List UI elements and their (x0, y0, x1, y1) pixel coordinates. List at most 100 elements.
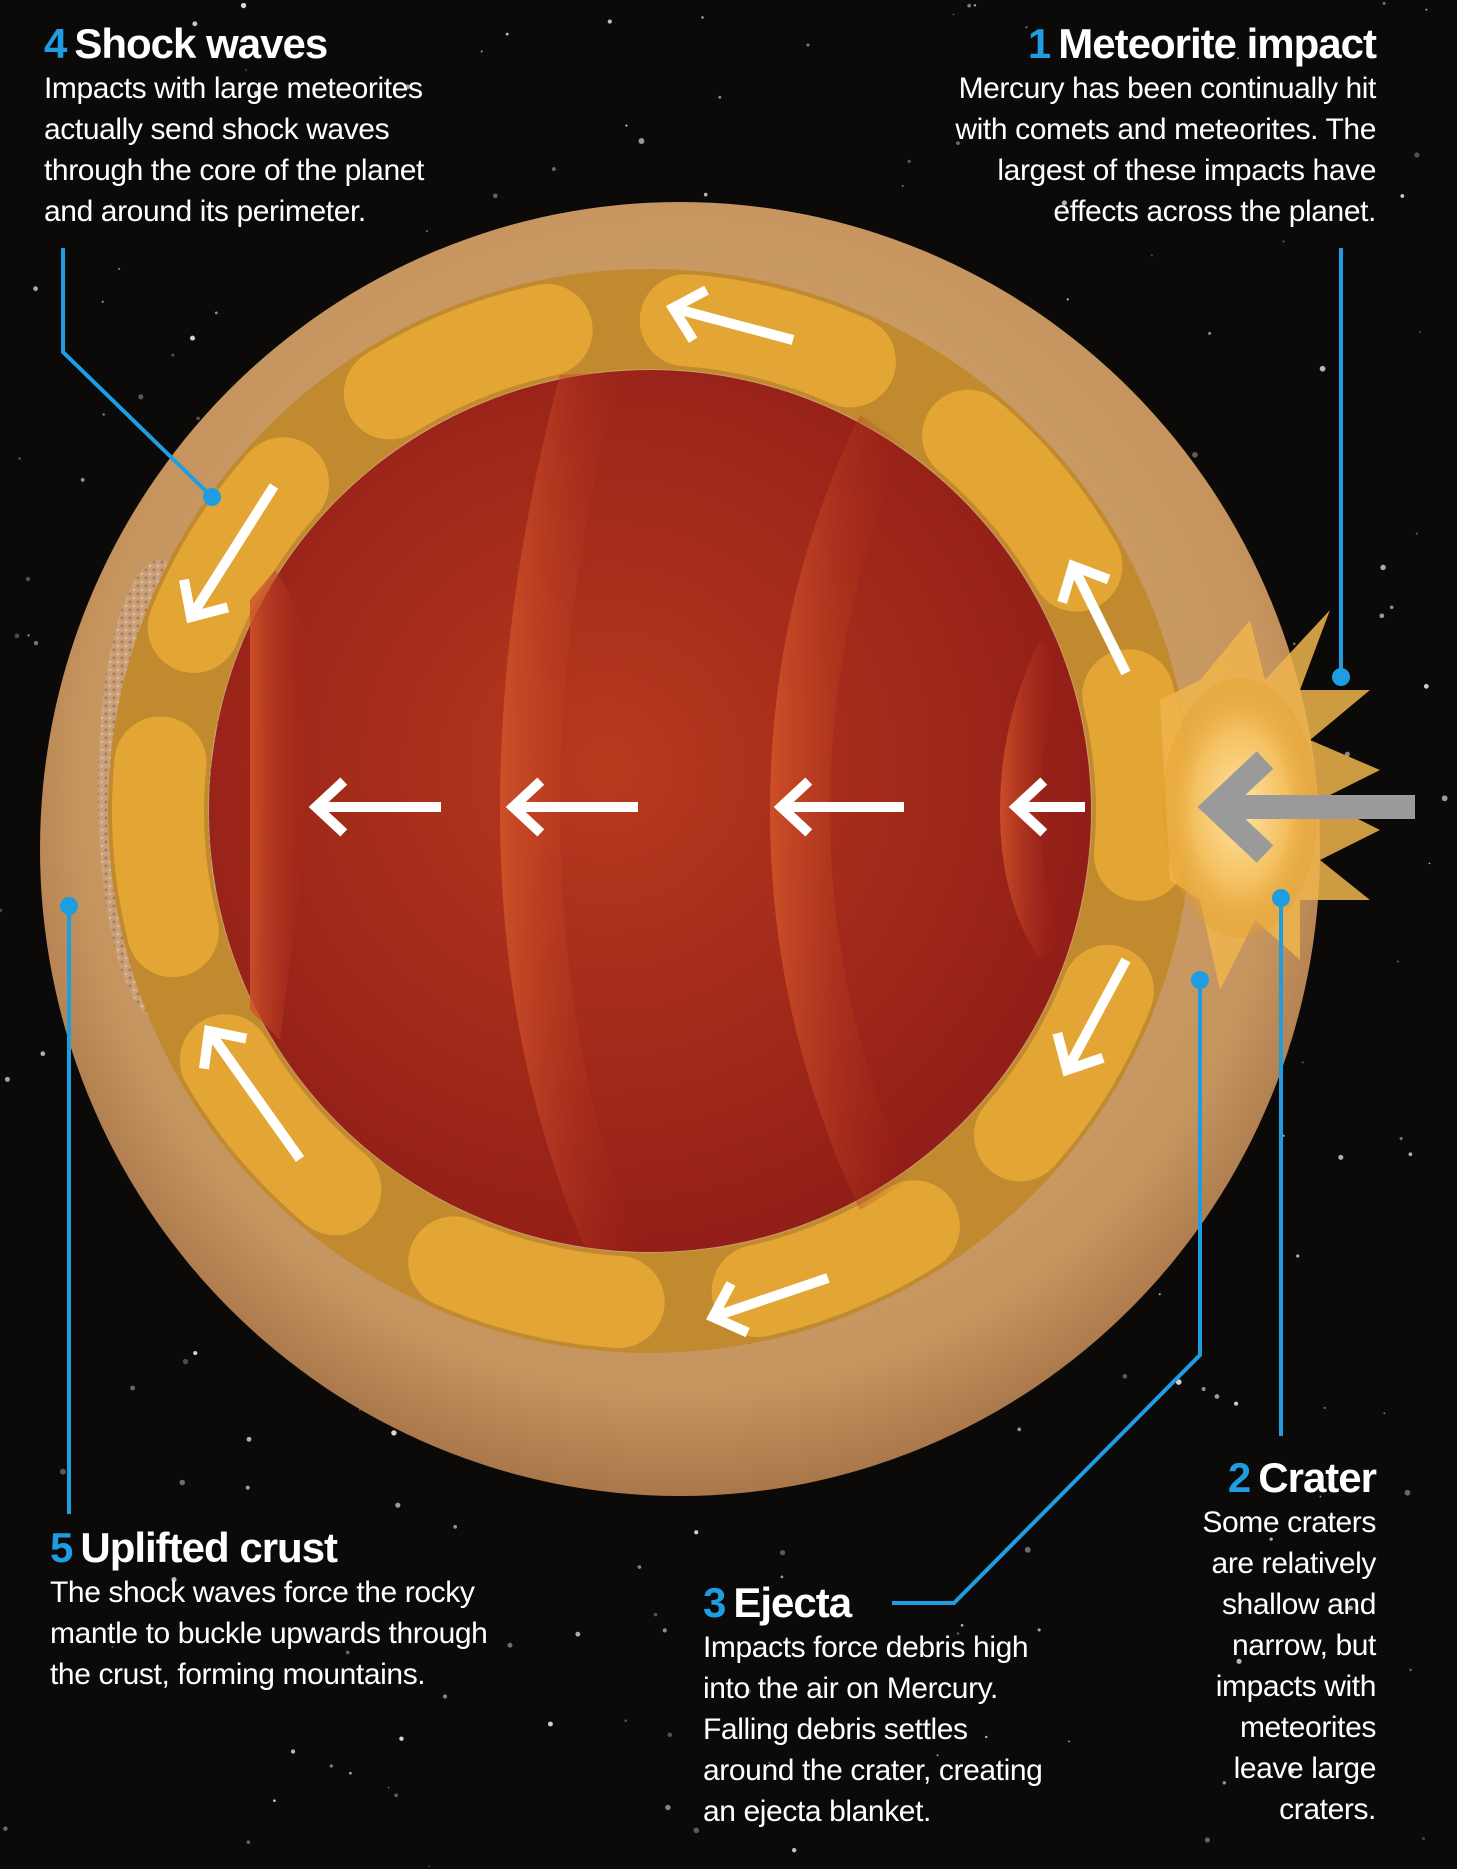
star (701, 16, 704, 19)
star (703, 192, 708, 197)
star (253, 90, 260, 97)
leader-lines (61, 248, 1343, 1605)
arrow-icon (773, 777, 904, 837)
text-line: Some craters (1202, 1506, 1376, 1539)
text-line: Impacts with large meteorites (44, 72, 423, 105)
star (14, 633, 20, 639)
star (189, 335, 196, 341)
star (956, 1632, 960, 1635)
star (18, 457, 21, 460)
text-line: Mercury has been continually hit (958, 72, 1377, 105)
description: Impacts with large meteorites actually s… (44, 68, 424, 232)
star (1068, 1740, 1070, 1743)
label-title: Ejecta (733, 1579, 852, 1626)
star (4, 1076, 10, 1082)
star (1380, 564, 1386, 571)
star (27, 634, 30, 637)
star (1347, 1605, 1353, 1611)
star (806, 43, 810, 47)
label-number: 2 (1227, 1454, 1251, 1501)
star (399, 1736, 404, 1741)
leader-line-shock-waves (61, 248, 214, 499)
shock-wave-arrows (179, 285, 1131, 1338)
star (138, 394, 144, 400)
star (505, 32, 509, 36)
star (111, 1645, 114, 1648)
text-line: impacts with (1215, 1670, 1377, 1703)
star (507, 1642, 513, 1648)
meteorite-arrow-icon (1197, 751, 1415, 863)
star (404, 84, 410, 90)
label-title: Crater (1258, 1454, 1377, 1501)
star (1237, 57, 1239, 60)
arrow-icon (1052, 957, 1131, 1077)
star (952, 13, 955, 16)
star (1017, 1427, 1022, 1432)
star (694, 1530, 699, 1535)
star (1423, 683, 1429, 689)
star (653, 1612, 658, 1617)
arrow-icon (1057, 559, 1131, 676)
star (425, 230, 428, 233)
star (1288, 85, 1294, 91)
text-line: meteorites (1239, 1711, 1376, 1744)
arrow-icon (706, 1273, 830, 1338)
star (193, 1350, 198, 1356)
star (245, 1485, 250, 1490)
star (101, 300, 104, 303)
star (273, 1799, 276, 1803)
star (1233, 1401, 1239, 1406)
arrow-icon (665, 285, 795, 345)
star (1338, 1154, 1344, 1160)
arrow-icon (179, 483, 279, 624)
star (59, 1468, 66, 1475)
text-line: into the air on Mercury. (703, 1672, 998, 1705)
shock-wave-segments (112, 273, 1188, 1349)
star (102, 413, 105, 416)
text-line: shallow and (1221, 1588, 1376, 1621)
text-line: largest of these impacts have (997, 154, 1376, 187)
star (665, 1804, 671, 1811)
star (791, 1847, 797, 1853)
arrow-icon (308, 777, 441, 837)
description: Mercury has been continually hit with co… (955, 68, 1376, 232)
star (387, 1786, 390, 1789)
star (0, 908, 3, 913)
star (453, 1525, 457, 1529)
star (25, 576, 31, 582)
star (1397, 960, 1399, 963)
text-line: through the core of the planet (44, 154, 424, 187)
text-line: with comets and meteorites. The (955, 113, 1376, 146)
star (624, 1719, 627, 1722)
star (1414, 152, 1420, 158)
text-line: effects across the planet. (1053, 195, 1376, 228)
star (625, 124, 628, 127)
star (1323, 1406, 1326, 1409)
text-line: Impacts force debris high (703, 1631, 1029, 1664)
star (637, 1565, 642, 1569)
star (246, 1840, 251, 1844)
label-title: Shock waves (74, 20, 328, 67)
star (780, 1575, 784, 1579)
star (985, 1735, 988, 1739)
star (1319, 1495, 1322, 1498)
star (607, 19, 612, 24)
star (955, 141, 960, 146)
text-line: and around its perimeter. (44, 195, 366, 228)
star (973, 4, 977, 7)
star (1428, 862, 1431, 865)
star (394, 1793, 398, 1798)
description: The shock waves force the rocky mantle t… (50, 1572, 488, 1695)
star (1282, 240, 1285, 243)
star (901, 184, 904, 187)
text-line: The shock waves force the rocky (50, 1576, 475, 1609)
star (1214, 1394, 1220, 1399)
star (391, 1430, 397, 1436)
star (745, 1688, 752, 1695)
